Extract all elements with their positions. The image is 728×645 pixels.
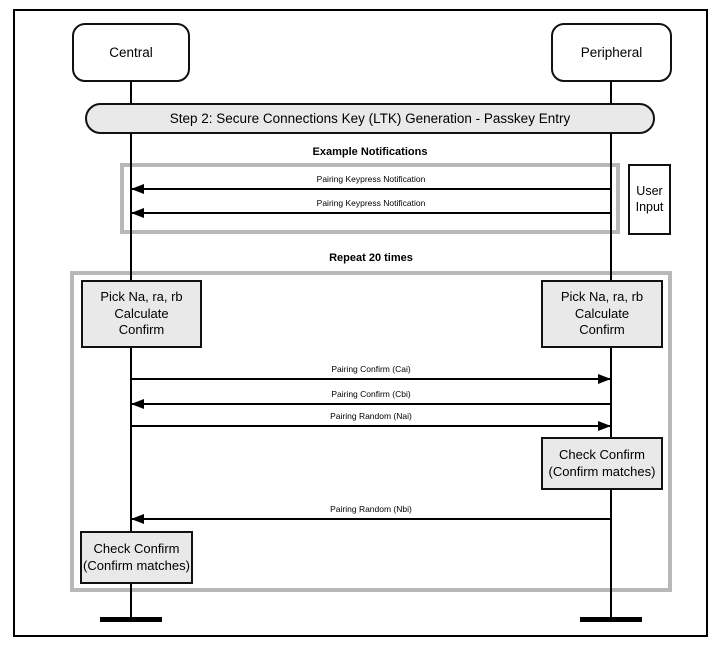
user-input-line2: Input — [635, 199, 664, 214]
message-pairing-keypress-1: Pairing Keypress Notification — [131, 174, 611, 194]
action-line: Confirm — [579, 322, 625, 338]
arrowhead-right-icon — [598, 421, 611, 431]
message-pairing-confirm-cai: Pairing Confirm (Cai) — [131, 364, 611, 384]
arrowhead-left-icon — [131, 184, 144, 194]
notifications-section-heading: Example Notifications — [312, 146, 428, 158]
action-line: (Confirm matches) — [83, 557, 190, 573]
action-line: Pick Na, ra, rb — [100, 288, 183, 304]
message-pairing-random-nai: Pairing Random (Nai) — [131, 411, 611, 431]
message-line — [131, 188, 611, 190]
actor-box-peripheral: Peripheral — [551, 23, 672, 82]
check-confirm-box-central: Check Confirm (Confirm matches) — [80, 531, 193, 584]
step-title-banner: Step 2: Secure Connections Key (LTK) Gen… — [85, 103, 655, 134]
ground-terminator-central — [100, 617, 162, 622]
action-line: Check Confirm — [559, 446, 645, 462]
arrowhead-left-icon — [131, 514, 144, 524]
message-pairing-keypress-2: Pairing Keypress Notification — [131, 198, 611, 218]
pick-calculate-box-peripheral: Pick Na, ra, rb Calculate Confirm — [541, 280, 663, 348]
arrowhead-left-icon — [131, 399, 144, 409]
action-line: (Confirm matches) — [548, 463, 656, 479]
message-label: Pairing Confirm (Cai) — [331, 364, 411, 374]
message-label: Pairing Keypress Notification — [316, 198, 426, 208]
message-label: Pairing Confirm (Cbi) — [331, 389, 411, 399]
arrowhead-left-icon — [131, 208, 144, 218]
notifications-group-box — [120, 163, 620, 234]
repeat-section-heading: Repeat 20 times — [329, 252, 413, 264]
lifeline-peripheral — [610, 82, 612, 620]
message-label: Pairing Random (Nbi) — [330, 504, 412, 514]
user-input-annotation-box: User Input — [628, 164, 671, 235]
message-line — [131, 212, 611, 214]
message-label: Pairing Keypress Notification — [316, 174, 426, 184]
lifeline-central — [130, 82, 132, 620]
message-line — [131, 425, 611, 427]
user-input-line1: User — [636, 183, 663, 198]
pick-calculate-box-central: Pick Na, ra, rb Calculate Confirm — [81, 280, 202, 348]
action-line: Confirm — [118, 322, 165, 338]
message-label: Pairing Random (Nai) — [330, 411, 412, 421]
action-line: Pick Na, ra, rb — [560, 288, 644, 304]
repeat-group-box — [70, 271, 672, 592]
actor-label-central: Central — [109, 45, 153, 60]
action-line: Calculate — [114, 305, 169, 321]
message-line — [131, 403, 611, 405]
arrowhead-right-icon — [598, 374, 611, 384]
ground-terminator-peripheral — [580, 617, 642, 622]
actor-box-central: Central — [72, 23, 190, 82]
check-confirm-box-peripheral: Check Confirm (Confirm matches) — [541, 437, 663, 490]
actor-label-peripheral: Peripheral — [580, 45, 643, 60]
action-line: Calculate — [574, 305, 630, 321]
message-pairing-random-nbi: Pairing Random (Nbi) — [131, 504, 611, 524]
message-pairing-confirm-cbi: Pairing Confirm (Cbi) — [131, 389, 611, 409]
action-line: Check Confirm — [93, 540, 180, 556]
step-title-text: Step 2: Secure Connections Key (LTK) Gen… — [169, 111, 571, 126]
message-line — [131, 518, 611, 520]
message-line — [131, 378, 611, 380]
